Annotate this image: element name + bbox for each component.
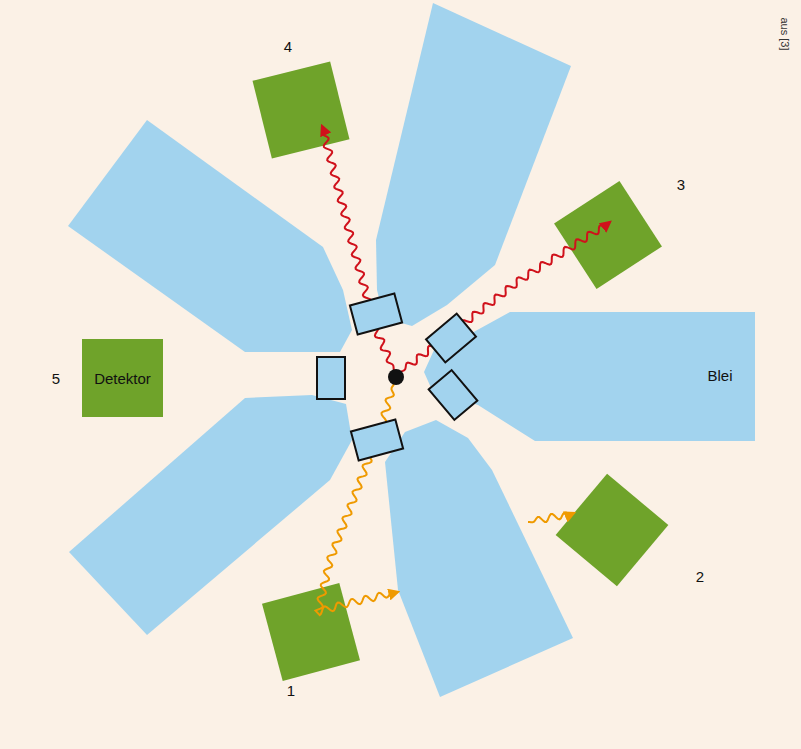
gamma-ray	[528, 513, 574, 523]
scatterer-box	[429, 370, 478, 420]
source-note: aus [3]	[779, 17, 791, 50]
lead-block-label: Blei	[690, 360, 750, 390]
lead-block	[68, 120, 352, 352]
lead-shield	[68, 3, 755, 697]
detector-square	[554, 181, 662, 289]
callout-number: 3	[677, 176, 685, 193]
node-text: Blei	[707, 367, 732, 384]
gamma-ray	[400, 222, 610, 372]
scatterer-box	[426, 314, 476, 363]
detector-square	[262, 583, 360, 681]
callout-number: 2	[696, 568, 704, 585]
gamma-rays	[315, 126, 610, 615]
detector-square	[556, 474, 669, 587]
lead-block	[385, 420, 573, 697]
callout-number: 1	[287, 682, 295, 699]
lead-block	[376, 3, 571, 326]
callout-number: 4	[284, 38, 292, 55]
scatterer-box	[350, 294, 402, 335]
lead-block	[424, 312, 755, 441]
scatterer-box	[317, 357, 345, 399]
green-detectors	[253, 62, 669, 681]
callout-number: 5	[52, 370, 60, 387]
scatterers	[317, 294, 477, 461]
node-text: Detektor	[94, 370, 151, 387]
detector-box: Detektor	[82, 339, 163, 417]
gamma-ray	[315, 384, 398, 615]
source-dot	[388, 369, 404, 385]
scatterer-box	[351, 420, 403, 461]
detector-square	[253, 62, 350, 159]
